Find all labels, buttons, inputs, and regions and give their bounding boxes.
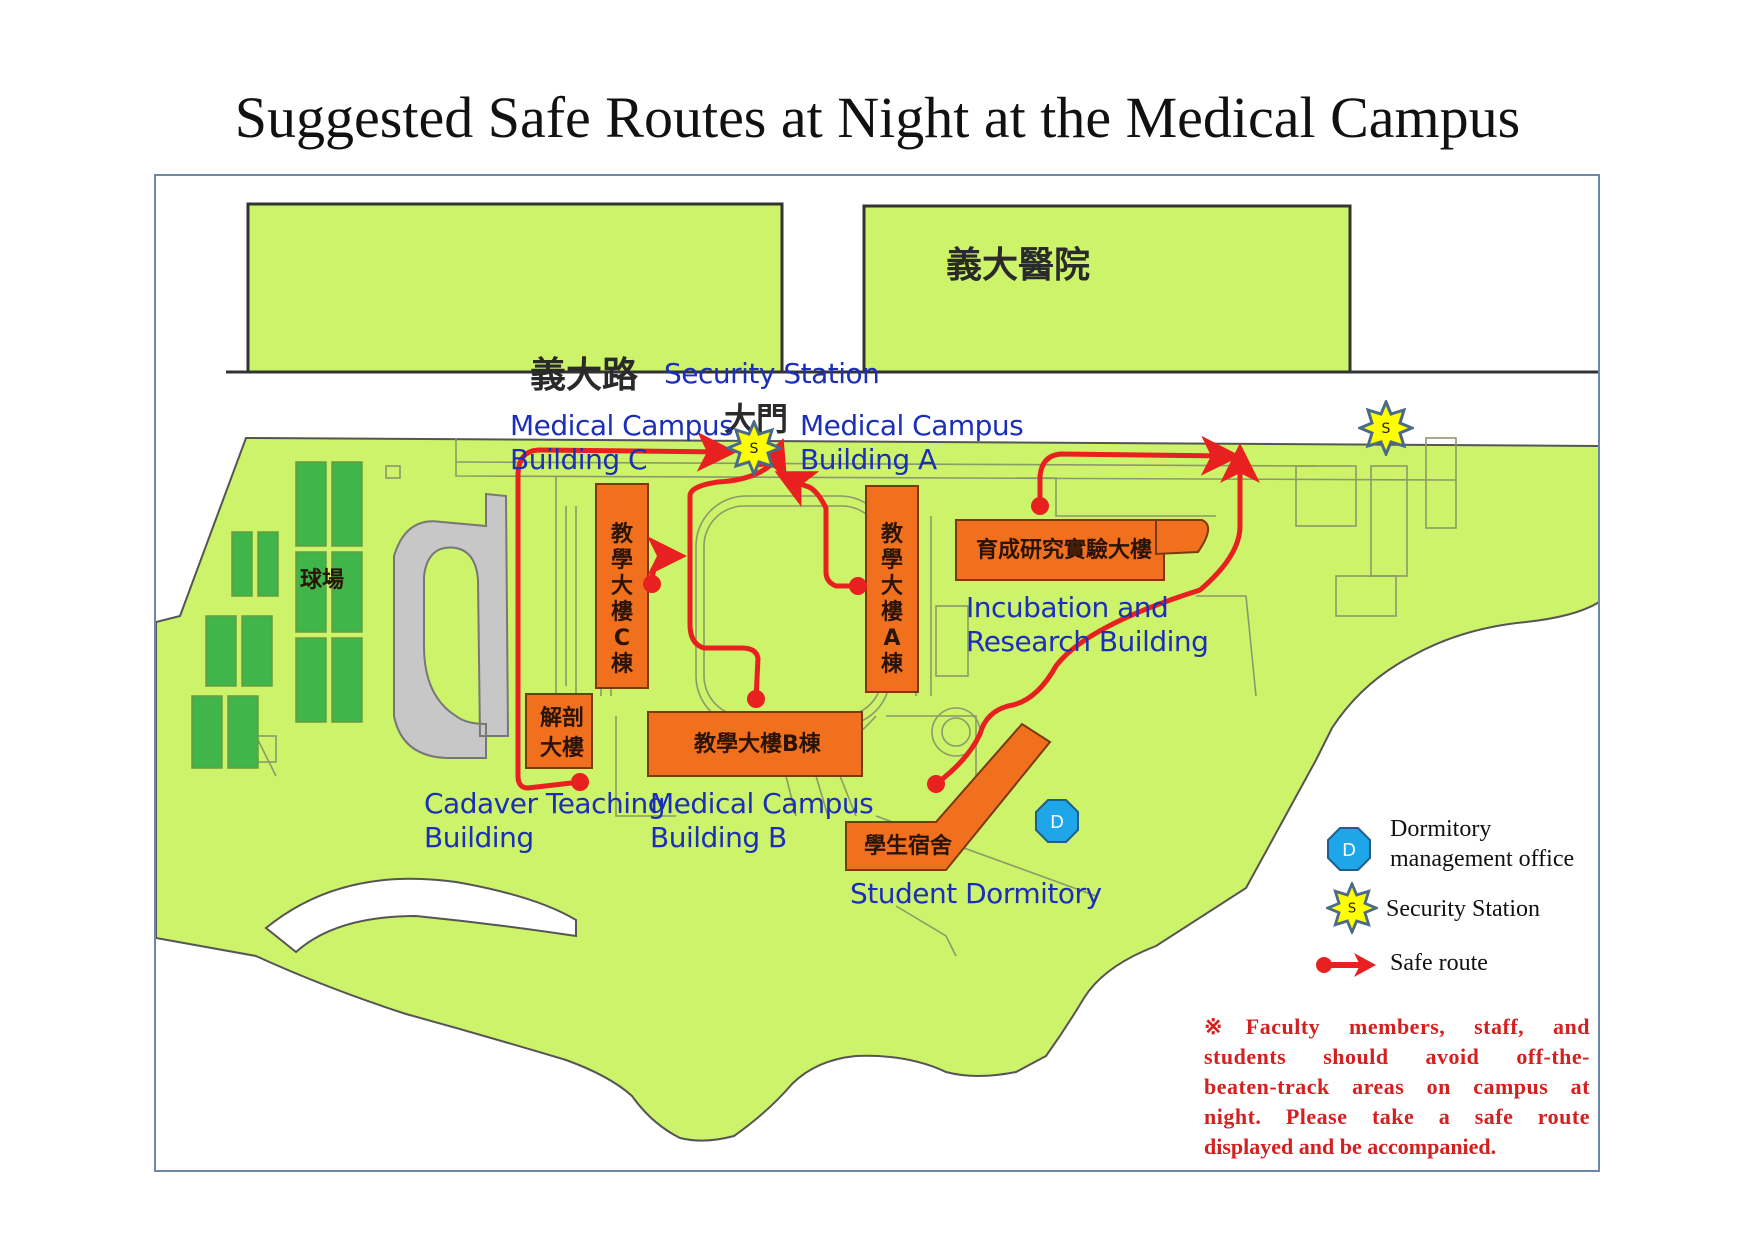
cadaver-cjk-label-1: 解剖: [540, 706, 585, 731]
legend-dormitory-label-2: management office: [1390, 846, 1575, 872]
medical-c-label-2: Building C: [510, 443, 648, 476]
medical-a-label-2: Building A: [800, 443, 937, 476]
security-star-icon: S: [726, 420, 782, 476]
cadaver-label-2: Building: [424, 821, 534, 854]
dormitory-octagon-icon: D: [1035, 799, 1079, 843]
safety-note: ※Faculty members, staff, and students sh…: [1204, 1012, 1590, 1162]
security-star-icon: S: [1358, 400, 1414, 456]
dormitory-cjk-label: 學生宿舍: [864, 834, 953, 859]
campus-map-drawing: [156, 202, 1598, 1142]
building-c-cjk-label: 教學大樓C棟: [610, 522, 633, 677]
road-name-label: 義大路: [530, 355, 639, 396]
safe-routes: [515, 431, 1260, 791]
hospital-name-label: 義大醫院: [946, 245, 1091, 286]
security-station-label: Security Station: [664, 357, 880, 390]
building-a: [865, 485, 919, 693]
route-start-cadaver: [571, 773, 589, 791]
legend-dormitory-label-1: Dormitory: [1390, 816, 1492, 842]
security-letter: S: [1382, 421, 1391, 437]
cadaver-label-1: Cadaver Teaching: [424, 787, 666, 820]
south-lobe: [264, 877, 577, 954]
medical-b-label-2: Building B: [650, 821, 787, 854]
incubation-label-1: Incubation and: [966, 591, 1169, 624]
incubation-label-2: Research Building: [966, 625, 1209, 658]
campus-map: 義大路 義大醫院 大門 球場 教學大樓C棟 教學大樓A棟 教學大樓B棟 育成研究…: [154, 174, 1600, 1172]
building-a-cjk-label: 教學大樓A棟: [880, 522, 903, 677]
north-block-west: [246, 202, 784, 374]
legend-route-label: Safe route: [1390, 950, 1488, 976]
building-c: [595, 483, 649, 689]
route-start-building-c: [643, 575, 661, 593]
legend-security-icon: S: [1326, 882, 1378, 934]
student-dormitory-label: Student Dormitory: [850, 877, 1102, 910]
hospital-block: [862, 204, 1352, 374]
legend-dormitory-letter: D: [1342, 840, 1356, 861]
safety-note-line-3: beaten-track areas on campus at: [1204, 1074, 1590, 1099]
sports-fields: [191, 461, 363, 769]
route-start-building-a: [849, 577, 867, 595]
safety-note-line-2: students should avoid off-the-: [1204, 1044, 1590, 1069]
safety-note-line-5: displayed and be accompanied.: [1204, 1134, 1497, 1159]
incubation-building: [955, 519, 1165, 581]
safe-route-arrow-icon: [1316, 953, 1376, 977]
sports-field-label: 球場: [300, 568, 345, 593]
building-b: [647, 711, 863, 777]
security-letter: S: [750, 441, 759, 457]
medical-c-label-1: Medical Campus: [510, 409, 734, 442]
route-start-incubation: [1031, 497, 1049, 515]
dormitory-building: [845, 722, 1052, 871]
safety-note-line-1: ※Faculty members, staff, and: [1204, 1014, 1590, 1039]
cadaver-building: [525, 693, 593, 769]
incubation-building-wing: [1155, 519, 1209, 556]
dormitory-letter: D: [1050, 812, 1064, 833]
medical-a-label-1: Medical Campus: [800, 409, 1024, 442]
running-track: [393, 492, 510, 759]
legend-security-letter: S: [1348, 902, 1356, 917]
cadaver-cjk-label-2: 大樓: [540, 736, 585, 761]
route-start-building-b: [747, 690, 765, 708]
route-start-dormitory: [927, 775, 945, 793]
page-title: Suggested Safe Routes at Night at the Me…: [234, 85, 1521, 150]
legend-security-label: Security Station: [1386, 896, 1540, 922]
building-b-cjk-label: 教學大樓B棟: [694, 732, 821, 757]
medical-b-label-1: Medical Campus: [650, 787, 874, 820]
legend-dormitory-icon: D: [1327, 827, 1371, 871]
incubation-cjk-label: 育成研究實驗大樓: [976, 538, 1153, 563]
safety-note-line-4: night. Please take a safe route: [1204, 1104, 1590, 1129]
